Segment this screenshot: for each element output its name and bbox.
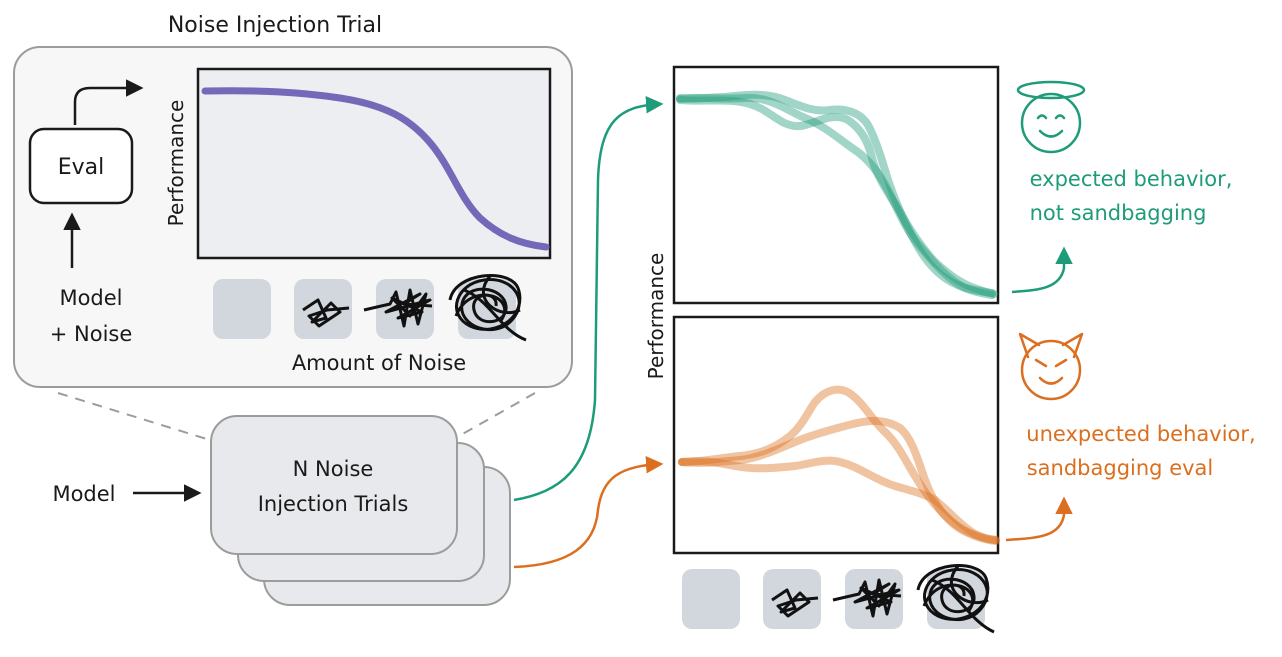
expected-curve-3 [676,90,996,297]
expected-curve-1 [676,93,996,299]
result-scribble-high-icon [916,564,995,634]
expected-plot-area [672,65,1000,305]
result-scribble-medium-icon [832,578,902,618]
noise-tile-none [213,279,271,339]
unexpected-curves [678,385,1000,545]
eval-to-plot-arrow [73,79,144,125]
trial-panel-title: Noise Injection Trial [168,13,382,38]
eval-label: Eval [58,155,105,180]
trial-stack [210,415,511,606]
scribble-medium-icon [363,288,433,328]
angel-smiley-icon [1016,80,1086,154]
unexpected-arrow [1005,496,1073,542]
result-scribble-low-icon [771,588,819,618]
trial-x-axis-label: Amount of Noise [292,351,466,375]
model-noise-label-line1: Model [59,286,122,310]
zoom-line-left [57,392,211,441]
scribble-high-icon [448,274,527,342]
expected-label-line2: not sandbagging [1030,201,1207,225]
eval-box [28,127,134,205]
unexpected-curve-2 [678,417,1000,545]
unexpected-label-line2: sandbagging eval [1027,456,1214,480]
expected-label-line1: expected behavior, [1030,167,1233,191]
unexpected-curve-3 [678,456,1000,544]
expected-arrow [1011,246,1073,294]
stack-label-line1: N Noise [293,457,374,481]
unexpected-label-line1: unexpected behavior, [1026,422,1255,446]
expected-curve-2 [676,96,998,298]
stack-to-unexpected-arrow [513,455,664,569]
trial-y-axis-label: Performance [164,100,188,227]
expected-curves [676,90,998,299]
stack-card-front [210,415,458,555]
unexpected-plot-area [672,315,1000,555]
trial-performance-curve [201,87,550,251]
zoom-line-right [451,392,536,441]
model-noise-label-line2: + Noise [50,322,133,346]
trial-noise-tiles [213,274,527,342]
results-noise-tiles [682,564,995,634]
result-noise-tile-none [682,569,740,629]
unexpected-curve-1 [678,385,999,544]
stack-to-expected-arrow [513,95,664,502]
devil-smiley-icon [1018,332,1084,401]
model-input-label: Model [52,482,115,506]
stack-label-line2: Injection Trials [258,492,409,516]
scribble-low-icon [302,298,350,328]
results-y-axis-label: Performance [644,253,668,380]
